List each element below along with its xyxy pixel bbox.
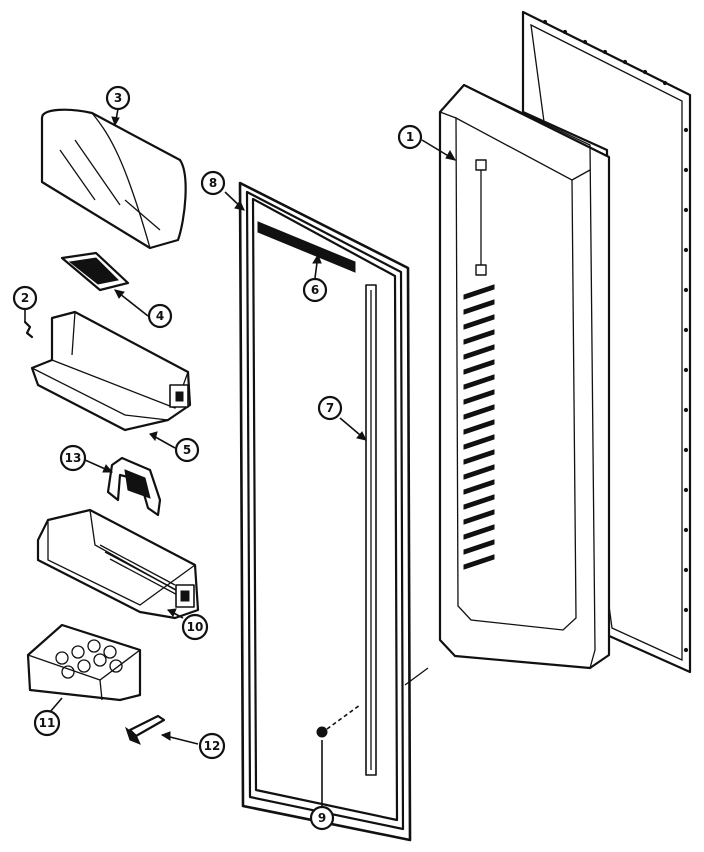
callout-label: 3	[114, 91, 122, 105]
callout-2: 2	[12, 285, 38, 311]
callout-label: 8	[209, 176, 217, 190]
screw	[316, 667, 429, 738]
callout-5: 5	[174, 437, 200, 463]
door-liner	[438, 83, 611, 670]
storage-bin	[36, 508, 200, 620]
callout-10: 10	[181, 613, 209, 641]
callout-label: 12	[204, 739, 221, 753]
callout-4: 4	[147, 303, 173, 329]
callout-label: 4	[156, 309, 164, 323]
pivot-pin	[23, 320, 34, 339]
callout-label: 9	[318, 811, 326, 825]
flap	[60, 251, 130, 292]
callout-label: 11	[39, 716, 56, 730]
callout-label: 1	[406, 130, 414, 144]
callout-3: 3	[105, 85, 131, 111]
callout-label: 6	[311, 283, 319, 297]
callout-9: 9	[309, 805, 335, 831]
dairy-cover	[40, 108, 187, 250]
callout-label: 5	[183, 443, 191, 457]
callout-11: 11	[33, 709, 61, 737]
retainer	[106, 456, 162, 517]
end-cap	[125, 714, 166, 745]
callout-label: 13	[65, 451, 82, 465]
callout-7: 7	[317, 395, 343, 421]
egg-tray	[26, 623, 142, 702]
door-gasket	[238, 181, 412, 842]
dairy-bin	[30, 310, 192, 432]
callout-label: 7	[326, 401, 334, 415]
callout-8: 8	[200, 170, 226, 196]
callout-1: 1	[397, 124, 423, 150]
callout-label: 2	[21, 291, 29, 305]
callout-13: 13	[59, 444, 87, 472]
callout-label: 10	[187, 620, 204, 634]
callout-12: 12	[198, 732, 226, 760]
arrow-heads	[102, 116, 456, 741]
callout-6: 6	[302, 277, 328, 303]
